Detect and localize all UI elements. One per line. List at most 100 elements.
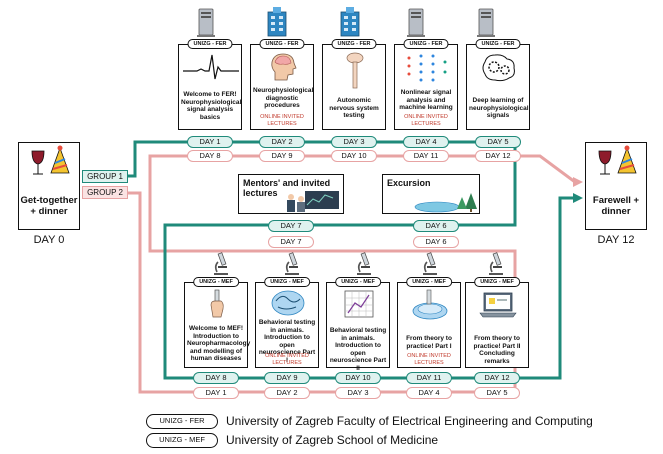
fer-day-group1: DAY 1: [187, 136, 233, 148]
fer-card-5: UNIZG - FER Deep learning of neurophysio…: [466, 39, 530, 130]
legend-tag-mef: UNIZG - MEF: [146, 433, 218, 448]
excursion-day-group1: DAY 6: [413, 220, 459, 232]
mef-day-group1: DAY 9: [264, 372, 310, 384]
group2-line: [148, 154, 576, 392]
fer-day-group2: DAY 9: [259, 150, 305, 162]
fer-day-group2: DAY 12: [475, 150, 521, 162]
mef-day-group1: DAY 10: [335, 372, 381, 384]
mef-card-3: UNIZG - MEF Behavioral testing in animal…: [326, 277, 390, 372]
microscope-icon: [214, 252, 228, 275]
card-tag: UNIZG - MEF: [335, 277, 381, 287]
group1-label: GROUP 1: [82, 170, 128, 183]
wine-glass-icon: [598, 150, 612, 175]
excursion-title: Excursion: [387, 178, 431, 188]
card-tag: UNIZG - FER: [187, 39, 233, 49]
fer-card-3: UNIZG - FER Autonomic nervous system tes…: [322, 39, 386, 130]
card-title: Nonlinear signal analysis and machine le…: [399, 89, 453, 111]
spinal-cord-icon: [346, 52, 364, 89]
wine-glass-icon: [31, 150, 45, 175]
party-hat-icon: [617, 145, 637, 174]
mef-day-group2: DAY 1: [193, 387, 239, 399]
group2-label: GROUP 2: [82, 186, 128, 199]
microscope-icon: [489, 252, 503, 275]
ecg-signal-icon: [183, 54, 239, 80]
party-hat-icon: [50, 145, 70, 174]
card-tag: UNIZG - FER: [259, 39, 305, 49]
mef-card-4: UNIZG - MEF From theory to practice! Par…: [397, 277, 461, 368]
card-tag: UNIZG - FER: [403, 39, 449, 49]
card-title: From theory to practice! Part I: [406, 335, 452, 350]
card-title: Behavioral testing in animals. Introduct…: [329, 327, 387, 372]
fer-day-group1: DAY 4: [403, 136, 449, 148]
card-title: Deep learning of neurophysiological sign…: [469, 97, 529, 119]
mef-card-2: UNIZG - MEF Behavioral testing in animal…: [255, 277, 319, 368]
legend-text-mef: University of Zagreb School of Medicine: [226, 433, 439, 447]
invited-note: ONLINE INVITED LECTURES: [404, 114, 448, 127]
brain-gears-icon: [482, 54, 515, 82]
mentors-box: Mentors' and invited lectures: [238, 174, 344, 214]
fer-day-group2: DAY 11: [403, 150, 449, 162]
mef-day-group2: DAY 5: [474, 387, 520, 399]
start-day-label: DAY 0: [33, 234, 65, 246]
microscope-icon: [285, 252, 299, 275]
group2-arrowhead: [573, 177, 583, 187]
fer-day-group2: DAY 8: [187, 150, 233, 162]
pipette-hand-icon: [210, 289, 224, 318]
card-tag: UNIZG - MEF: [193, 277, 239, 287]
card-title: From theory to practice! Part II Conclud…: [473, 335, 521, 365]
mef-day-group2: DAY 2: [264, 387, 310, 399]
fer-day-group1: DAY 5: [475, 136, 521, 148]
invited-note: ONLINE INVITED LECTURES: [260, 114, 304, 127]
legend-text-fer: University of Zagreb Faculty of Electric…: [226, 414, 593, 428]
neural-network-icon: [407, 54, 447, 82]
fer-card-1: UNIZG - FER Welcome to FER! Neurophysiol…: [178, 39, 242, 130]
server-building-icon: [340, 7, 360, 37]
card-title: Autonomic nervous system testing: [329, 97, 379, 119]
fer-day-group1: DAY 2: [259, 136, 305, 148]
laptop-icon: [479, 292, 517, 318]
card-title: Welcome to FER! Neurophysiological signa…: [181, 91, 242, 121]
start-box: Get-together + dinner: [18, 142, 80, 230]
card-tag: UNIZG - FER: [331, 39, 377, 49]
mef-card-1: UNIZG - MEF Welcome to MEF! Introduction…: [184, 277, 250, 368]
microscope-icon: [357, 252, 371, 275]
lecturers-icon: [287, 191, 339, 212]
microscope-icon: [423, 252, 437, 275]
card-tag: UNIZG - MEF: [474, 277, 520, 287]
fer-card-4: UNIZG - FER Nonlinear signal analysis an…: [394, 39, 458, 130]
lake-landscape-icon: [414, 193, 477, 213]
fer-day-group2: DAY 10: [331, 150, 377, 162]
invited-note: ONLINE INVITED LECTURES: [265, 353, 309, 366]
computer-tower-icon: [197, 8, 215, 37]
fer-day-group1: DAY 3: [331, 136, 377, 148]
group2-line: [128, 191, 515, 394]
mef-day-group2: DAY 4: [406, 387, 452, 399]
card-title: Neurophysiological diagnostic procedures: [253, 87, 314, 109]
end-title: Farewell + dinner: [592, 195, 640, 217]
legend-tag-fer: UNIZG - FER: [146, 414, 218, 429]
maze-icon: [271, 290, 305, 316]
invited-note: ONLINE INVITED LECTURES: [407, 353, 451, 366]
group1-line: [128, 140, 575, 380]
mef-day-group1: DAY 8: [193, 372, 239, 384]
fer-card-2: UNIZG - FER Neurophysiological diagnosti…: [250, 39, 314, 130]
card-title: Behavioral testing in animals. Introduct…: [258, 319, 316, 364]
card-tag: UNIZG - MEF: [264, 277, 310, 287]
end-day-label: DAY 12: [597, 234, 635, 246]
group1-arrowhead: [573, 193, 583, 203]
petri-dish-icon: [412, 289, 448, 320]
mef-day-group2: DAY 3: [335, 387, 381, 399]
card-tag: UNIZG - FER: [475, 39, 521, 49]
excursion-box: Excursion: [382, 174, 480, 214]
mentors-day-group1: DAY 7: [268, 220, 314, 232]
brain-head-icon: [271, 53, 297, 81]
start-title: Get-together + dinner: [20, 195, 78, 217]
mentors-day-group2: DAY 7: [268, 236, 314, 248]
mef-card-5: UNIZG - MEF From theory to practice! Par…: [465, 277, 529, 368]
computer-tower-icon: [477, 8, 495, 37]
mef-day-group1: DAY 12: [474, 372, 520, 384]
end-box: Farewell + dinner: [585, 142, 647, 230]
mef-day-group1: DAY 11: [406, 372, 452, 384]
computer-tower-icon: [407, 8, 425, 37]
